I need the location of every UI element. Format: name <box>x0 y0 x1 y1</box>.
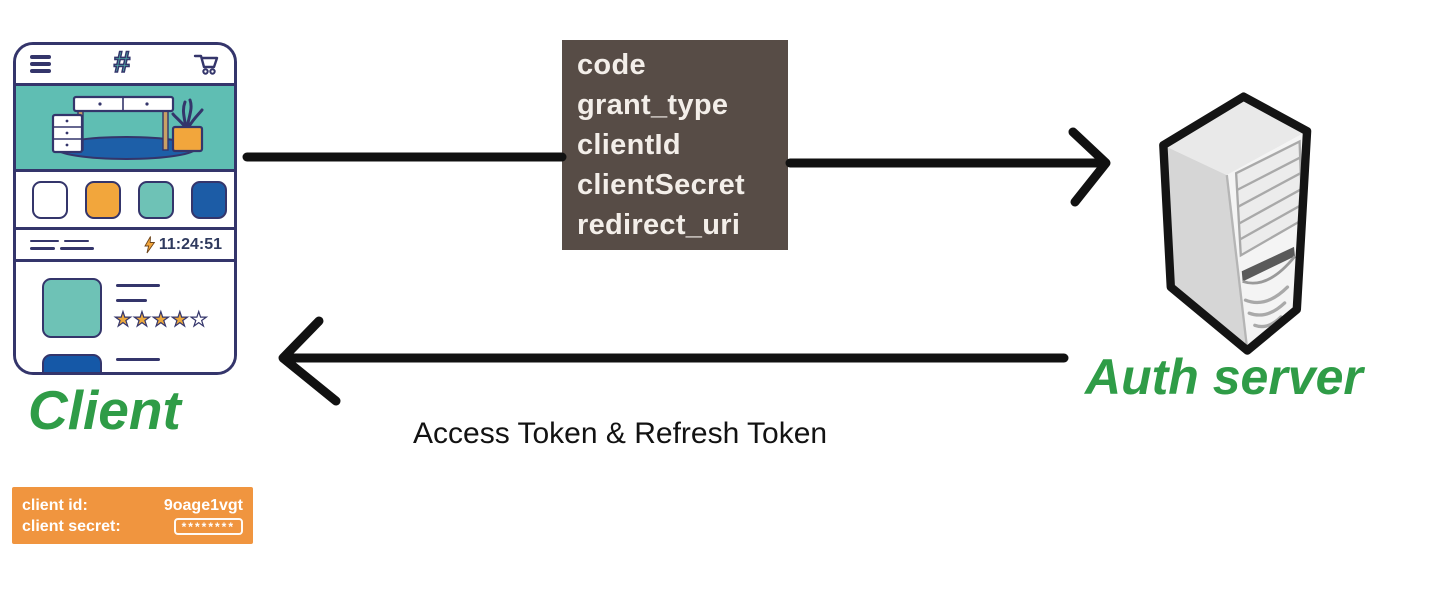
product-card: ★★★★★ <box>16 262 234 372</box>
param-client-secret: clientSecret <box>577 169 746 201</box>
lightning-bolt-icon <box>144 235 155 253</box>
client-id-value: 9oage1vgt <box>163 496 243 514</box>
client-credentials-box: client id: 9oage1vgt client secret: ****… <box>12 487 253 544</box>
star-icon: ★ <box>151 308 171 331</box>
product-image-placeholder <box>42 278 102 338</box>
shopping-cart-icon <box>193 54 219 75</box>
text-placeholder-line <box>116 358 160 361</box>
param-code: code <box>577 49 646 81</box>
client-id-label: client id: <box>22 496 88 514</box>
hash-logo-icon: # <box>113 46 131 79</box>
request-arrowhead-icon <box>1068 127 1111 207</box>
countdown-timer: 11:24:51 <box>144 236 222 254</box>
auth-server-label: Auth server <box>1085 349 1363 405</box>
swatch-white <box>32 180 68 219</box>
server-tower-icon <box>1159 92 1312 355</box>
client-secret-label: client secret: <box>22 517 121 535</box>
swatch-orange <box>85 180 121 219</box>
countdown-row: 11:24:51 <box>16 230 234 262</box>
client-app-mockup: # <box>13 42 237 375</box>
client-secret-masked-value: ******** <box>173 518 243 535</box>
token-request-params-box: code grant_type clientId clientSecret re… <box>562 40 788 250</box>
color-swatch-row <box>16 172 234 230</box>
client-label: Client <box>28 379 181 441</box>
star-icon: ★ <box>113 308 133 331</box>
text-placeholder-line <box>116 299 147 302</box>
timer-value: 11:24:51 <box>158 235 222 253</box>
param-redirect-uri: redirect_uri <box>577 209 741 241</box>
furniture-illustration <box>51 95 204 160</box>
swatch-blue <box>191 180 227 219</box>
client-app-topbar: # <box>16 45 234 86</box>
response-arrow-label: Access Token & Refresh Token <box>413 417 828 450</box>
text-placeholder-lines <box>30 239 94 250</box>
star-rating: ★★★★★ <box>113 307 209 332</box>
star-icon: ★ <box>170 308 190 331</box>
param-grant-type: grant_type <box>577 89 729 121</box>
star-icon-empty: ★ <box>189 308 209 331</box>
client-app-hero-image <box>16 86 234 172</box>
text-placeholder-line <box>116 284 160 287</box>
swatch-teal <box>138 180 174 219</box>
param-client-id: clientId <box>577 129 681 161</box>
hamburger-menu-icon <box>30 55 51 73</box>
star-icon: ★ <box>132 308 152 331</box>
response-arrowhead-icon <box>278 316 341 406</box>
buy-button-placeholder <box>42 354 102 372</box>
